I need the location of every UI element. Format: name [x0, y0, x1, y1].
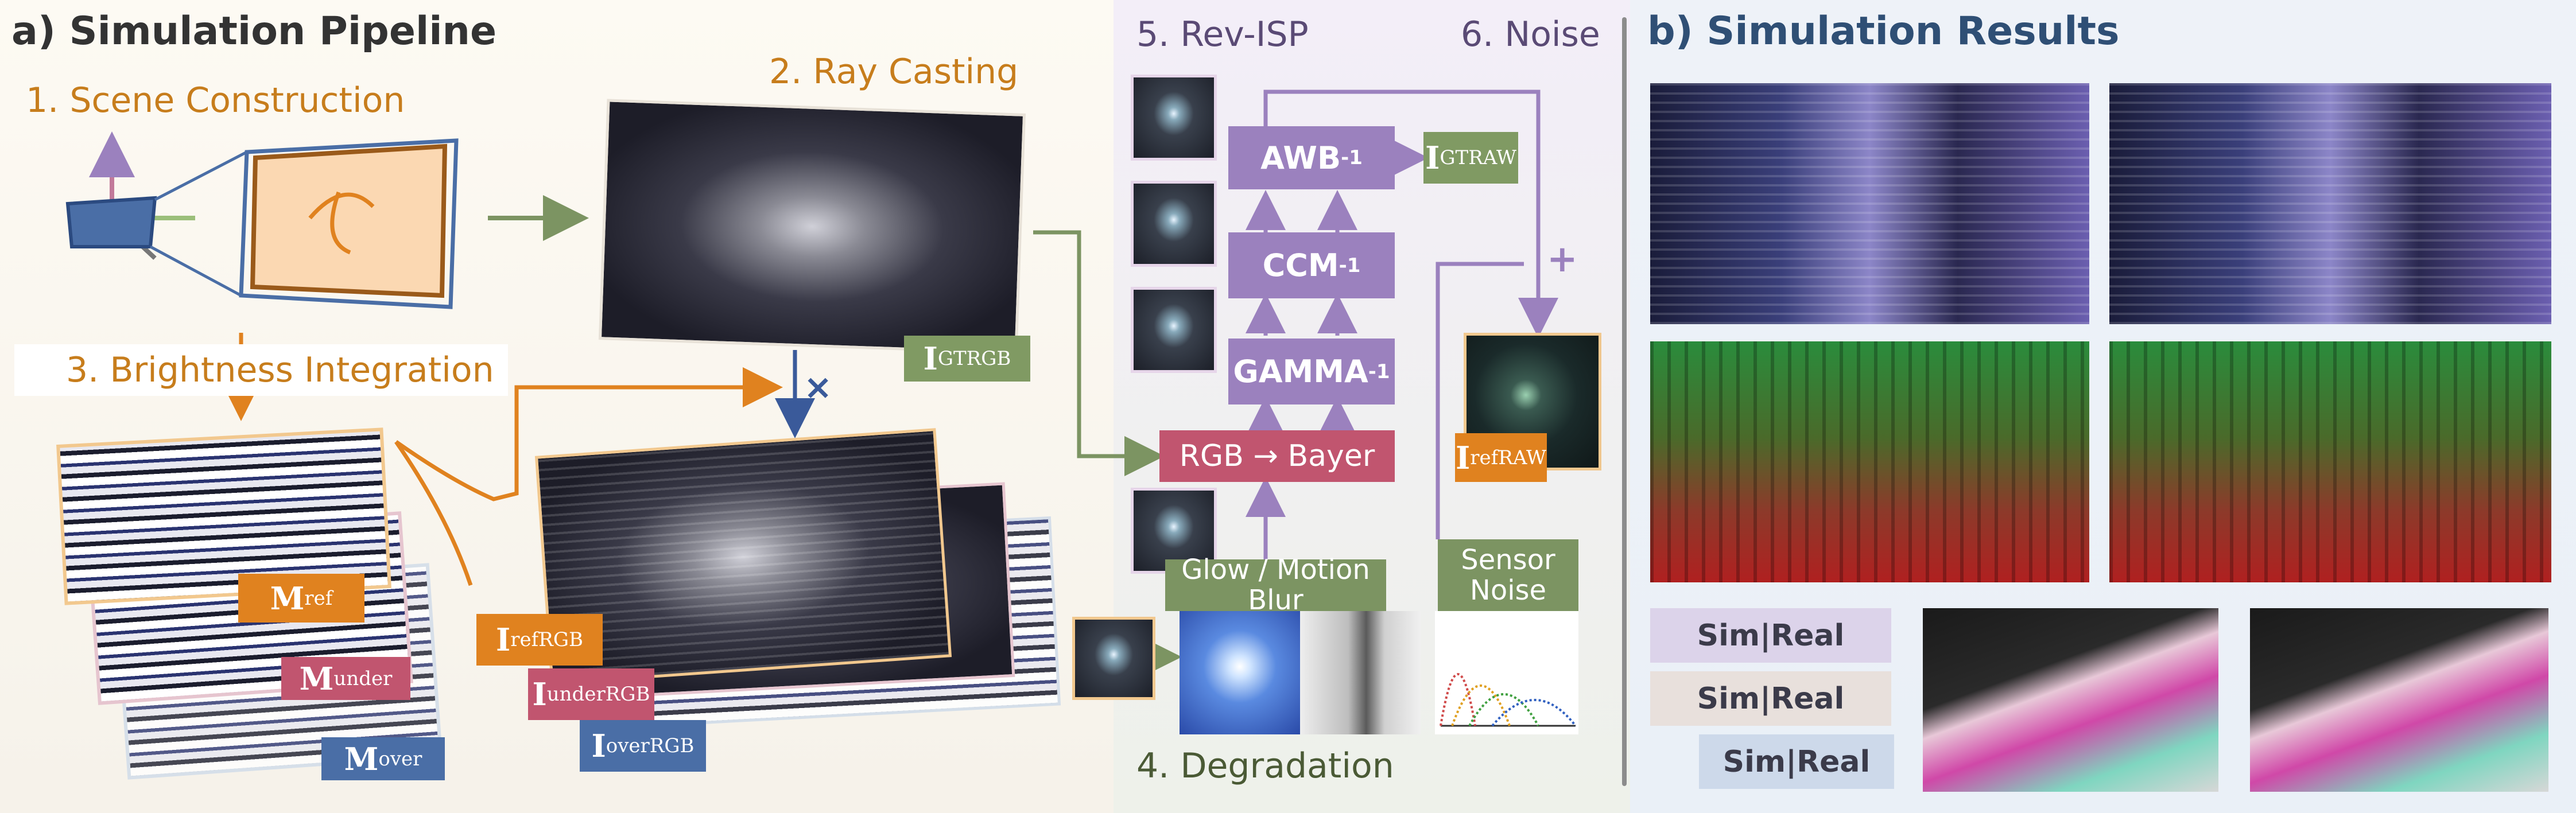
thumbnail-2 [1131, 181, 1217, 267]
camera-frustum-icon [65, 131, 459, 309]
result-sim-tv-image [1650, 83, 2089, 324]
stripe-overlay [2109, 341, 2551, 582]
multiply-symbol: × [804, 367, 833, 407]
plus-symbol: + [1547, 238, 1578, 281]
sim-real-label-3: Sim | Real [1699, 734, 1894, 789]
sensor-noise-block: Sensor Noise [1438, 539, 1578, 611]
awb-inverse-block: AWB-1 [1228, 126, 1395, 189]
glow-example-image [1180, 611, 1300, 734]
sim-real-label-1: Sim | Real [1650, 608, 1891, 663]
result-sim-rg-image [1650, 341, 2089, 582]
scanline-overlay [2109, 83, 2551, 324]
scanline-overlay [1650, 83, 2089, 324]
panel-b-title: b) Simulation Results [1647, 9, 2120, 54]
thumbnail-1 [1131, 75, 1217, 161]
panel-a-title: a) Simulation Pipeline [11, 9, 497, 54]
step-brightness-integration: 3. Brightness Integration [66, 350, 494, 390]
panel-divider [1622, 17, 1627, 786]
rgb-to-bayer-block: RGB → Bayer [1159, 430, 1395, 482]
step-scene-construction: 1. Scene Construction [26, 80, 405, 120]
gamma-inverse-block: GAMMA-1 [1228, 339, 1395, 404]
step-degradation: 4. Degradation [1136, 746, 1394, 786]
sim-real-label-2: Sim | Real [1650, 671, 1891, 726]
ray-casting-image [598, 99, 1026, 355]
step-brightness-bg [14, 344, 508, 396]
glow-motion-blur-block: Glow / Motion Blur [1165, 555, 1386, 615]
stripe-overlay [1650, 341, 2089, 582]
step-ray-casting: 2. Ray Casting [769, 52, 1019, 92]
step-rev-isp: 5. Rev-ISP [1136, 14, 1309, 55]
motion-blur-example-image [1300, 611, 1421, 734]
step-noise: 6. Noise [1461, 14, 1600, 55]
ccm-inverse-block: CCM-1 [1228, 232, 1395, 298]
result-real-tv-image [2109, 83, 2551, 324]
result-real-cartoon-image [2250, 608, 2548, 792]
result-real-rg-image [2109, 341, 2551, 582]
thumbnail-3 [1131, 287, 1217, 373]
result-sim-cartoon-image [1923, 608, 2218, 792]
degraded-input-thumbnail [1072, 617, 1155, 700]
noise-distribution-plot [1435, 611, 1578, 734]
